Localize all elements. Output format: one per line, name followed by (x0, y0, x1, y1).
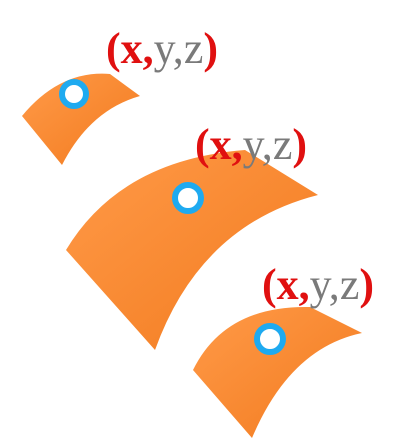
y-coordinate: y, (154, 24, 184, 73)
x-coordinate: x, (121, 24, 154, 73)
surface-patch-large (66, 150, 318, 350)
z-coordinate: z (340, 260, 360, 309)
x-coordinate: x, (277, 260, 310, 309)
y-coordinate: y, (310, 260, 340, 309)
patch-shape (193, 306, 362, 438)
surface-patch-small (22, 73, 140, 165)
close-paren: ) (359, 260, 374, 309)
coordinate-label: (x,y,z) (195, 120, 307, 169)
surface-patch-bottom (193, 306, 362, 438)
open-paren: ( (195, 120, 210, 169)
close-paren: ) (203, 24, 218, 73)
y-coordinate: y, (243, 120, 273, 169)
coordinate-label: (x,y,z) (262, 260, 374, 309)
coordinate-label: (x,y,z) (106, 24, 218, 73)
point-marker (254, 323, 286, 355)
patch-shape (22, 73, 140, 165)
patch-shape (66, 150, 318, 350)
open-paren: ( (106, 24, 121, 73)
point-marker (172, 182, 204, 214)
x-coordinate: x, (210, 120, 243, 169)
z-coordinate: z (184, 24, 204, 73)
open-paren: ( (262, 260, 277, 309)
close-paren: ) (292, 120, 307, 169)
point-marker (59, 79, 89, 109)
z-coordinate: z (273, 120, 293, 169)
